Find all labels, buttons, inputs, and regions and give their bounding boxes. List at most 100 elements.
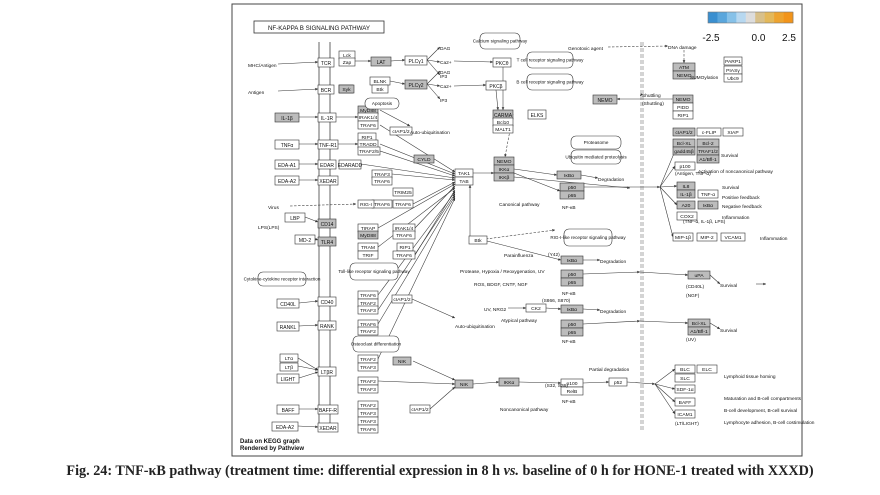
gene-box	[696, 232, 718, 242]
pathway-edge	[377, 195, 456, 325]
gene-box	[284, 212, 306, 223]
gene-label: TRIF	[362, 253, 373, 259]
edge-arrowhead	[672, 369, 675, 372]
pathway-edge	[391, 173, 456, 181]
pathway-edge	[411, 298, 456, 319]
scale-border	[707, 11, 794, 24]
gene-label: TNFα	[281, 143, 294, 149]
gene-label: p50	[568, 185, 577, 191]
gene-label: BLNK	[374, 79, 388, 85]
gene-box	[454, 176, 474, 186]
gene-box	[687, 326, 711, 336]
pathway-edge	[513, 176, 631, 189]
gene-box	[676, 200, 696, 210]
edge-arrowhead	[315, 407, 318, 411]
gene-label: uPA	[695, 273, 705, 279]
caption-suffix: baseline of 0 h for HONE-1 treated with …	[518, 463, 814, 479]
edge-arrowhead	[682, 60, 686, 63]
pathway-edge	[654, 383, 676, 415]
gene-label: PKCθ	[495, 61, 508, 67]
gene-label: CD40	[321, 300, 334, 306]
edge-arrowhead	[315, 87, 318, 91]
gene-box	[485, 80, 507, 91]
edge-arrowhead	[452, 198, 456, 201]
edge-arrowhead	[402, 58, 405, 62]
gene-box	[371, 84, 389, 94]
gene-box	[317, 159, 337, 170]
annotation-label: Partial degradation	[589, 367, 630, 373]
edge-arrowhead	[617, 97, 620, 101]
gene-box	[389, 126, 413, 136]
pathway-edge	[426, 46, 441, 61]
gene-label: NEMO	[677, 73, 692, 79]
annotation-label: Canonical pathway	[499, 202, 540, 208]
edge-arrowhead	[315, 60, 318, 64]
pathway-edge	[453, 60, 494, 63]
gene-box	[592, 94, 618, 105]
gene-box	[676, 211, 698, 221]
gene-label: IL8	[683, 184, 690, 190]
gene-box	[493, 172, 515, 182]
annotation-label: Antigen	[248, 90, 265, 96]
gene-box	[392, 230, 416, 240]
gene-label: TIRAP	[361, 226, 376, 232]
gene-label: TRAF6	[396, 253, 412, 259]
pathway-edge	[297, 425, 319, 428]
gene-label: TRAM	[361, 245, 375, 251]
gene-box	[370, 56, 392, 67]
gene-label: RANKL	[280, 325, 297, 331]
gene-box	[696, 364, 718, 374]
gene-label: CYLD	[417, 157, 431, 163]
gene-label: LBP	[290, 216, 300, 222]
edge-arrowhead	[652, 382, 655, 386]
gene-label: TRAF2	[360, 301, 376, 307]
scale-swatch	[755, 12, 765, 23]
gene-label: TNF-α	[701, 192, 715, 198]
gene-box	[357, 362, 379, 372]
annotation-label: (TNF-α, IL-1β, LPS)	[683, 219, 726, 225]
gene-label: IκBα	[567, 258, 577, 264]
annotation-label: Auto-ubiquitination	[455, 324, 495, 330]
gene-label: EDARADD	[338, 163, 363, 169]
gene-box	[317, 366, 337, 377]
gene-label: TRAF2	[360, 403, 376, 409]
pathway-edge	[639, 271, 689, 276]
pathway-link-label: Proteasome	[584, 140, 609, 145]
edge-arrowhead	[637, 319, 640, 323]
gene-box	[279, 362, 299, 372]
annotation-label: Lymphocyte adhesion, B-cell costimulatio…	[724, 420, 815, 426]
figure-caption: Fig. 24: TNF-κB pathway (treatment time:…	[0, 463, 880, 480]
gene-box	[608, 377, 628, 387]
annotation-label: Degradation	[600, 259, 626, 265]
gene-label: RIP1	[399, 245, 410, 251]
gene-label: TRAF6	[374, 179, 390, 185]
gene-box	[404, 79, 428, 90]
edge-arrowhead	[558, 307, 561, 311]
gene-label: Lck	[343, 53, 351, 59]
pathway-link-box	[563, 228, 613, 247]
edge-arrowhead	[315, 425, 318, 429]
gene-box	[338, 84, 355, 94]
gene-label: IKKβ	[499, 175, 510, 181]
annotation-label: LPS(LPS)	[258, 225, 280, 231]
pathway-edge	[298, 371, 319, 379]
gene-label: IL-1R	[321, 116, 334, 122]
pathway-edge	[607, 45, 669, 48]
pathway-link-box	[364, 97, 400, 110]
edge-arrowhead	[452, 387, 455, 390]
gene-label: gadd45β	[674, 149, 694, 155]
annotation-label: (S866, S870)	[542, 298, 571, 304]
gene-label: TCR	[321, 61, 332, 67]
gene-box	[391, 294, 413, 304]
gene-label: MD-2	[299, 238, 311, 244]
edge-arrowhead	[685, 273, 688, 277]
gene-box	[560, 304, 584, 314]
gene-label: LTβ	[285, 365, 293, 371]
gene-label: IRAK1/4	[395, 226, 414, 232]
gene-label: cIAP1/2	[411, 407, 429, 413]
gene-box	[317, 320, 337, 331]
pathway-link-label: RIG-I-like receptor signaling pathway	[550, 235, 626, 240]
pathway-edge	[289, 203, 357, 207]
edge-arrowhead	[468, 185, 472, 188]
